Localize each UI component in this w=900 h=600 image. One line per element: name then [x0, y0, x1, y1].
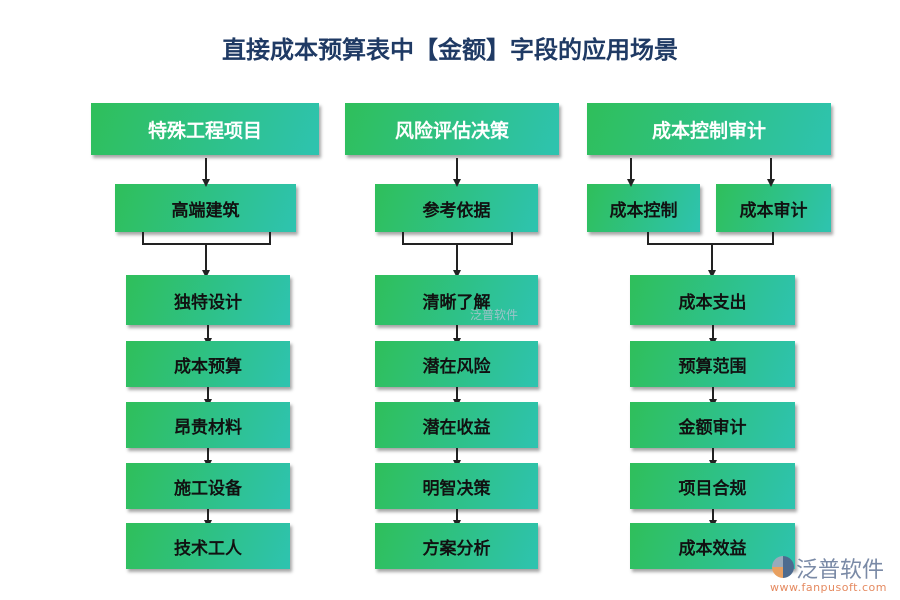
connector-line [455, 325, 458, 339]
item-node: 施工设备 [126, 463, 290, 509]
diagram-title: 直接成本预算表中【金额】字段的应用场景 [222, 36, 678, 64]
bracket-left [142, 232, 144, 244]
watermark: 泛普软件 [470, 308, 519, 322]
bracket-bottom [142, 243, 271, 245]
arrow-head [201, 179, 210, 187]
item-node: 技术工人 [126, 523, 290, 569]
item-node: 成本效益 [630, 523, 795, 569]
arrow-head [708, 270, 716, 278]
item-node: 成本预算 [126, 341, 290, 387]
connector-line [207, 509, 209, 521]
sub-node: 参考依据 [375, 184, 538, 232]
connector-line [711, 509, 714, 521]
connector-line [711, 448, 714, 461]
item-node: 预算范围 [630, 341, 795, 387]
item-node: 明智决策 [375, 463, 538, 509]
logo-url: www.fanpusoft.com [770, 581, 887, 594]
connector-line [770, 158, 772, 180]
item-node: 成本支出 [630, 275, 795, 325]
item-node: 清晰了解 [375, 275, 538, 325]
bracket-left [402, 232, 404, 244]
connector-line [207, 325, 209, 339]
connector-line [455, 244, 458, 271]
connector-line [455, 509, 458, 521]
arrow-head [767, 179, 775, 187]
sub-node: 高端建筑 [115, 184, 296, 232]
item-node: 金额审计 [630, 402, 795, 448]
column-header: 特殊工程项目 [91, 103, 319, 155]
sub-node: 成本控制 [587, 184, 700, 232]
item-node: 潜在收益 [375, 402, 538, 448]
item-node: 方案分析 [375, 523, 538, 569]
connector-line [455, 158, 458, 180]
logo-icon [772, 556, 794, 578]
connector-line [207, 448, 209, 461]
item-node: 项目合规 [630, 463, 795, 509]
connector-line [711, 387, 714, 400]
bracket-left [647, 232, 649, 244]
connector-line [207, 387, 209, 400]
item-node: 潜在风险 [375, 341, 538, 387]
bracket-bottom [402, 243, 513, 245]
bracket-right [772, 232, 774, 244]
column-header: 成本控制审计 [587, 103, 831, 155]
arrow-head [201, 270, 210, 278]
bracket-right [511, 232, 513, 244]
connector-line [204, 244, 207, 271]
bracket-right [269, 232, 271, 244]
bracket-bottom [647, 243, 774, 245]
connector-line [711, 325, 714, 339]
column-header: 风险评估决策 [345, 103, 559, 155]
arrow-head [452, 270, 461, 278]
logo-name: 泛普软件 [796, 558, 885, 583]
arrow-head [627, 179, 635, 187]
item-node: 昂贵材料 [126, 402, 290, 448]
item-node: 独特设计 [126, 275, 290, 325]
connector-line [455, 448, 458, 461]
arrow-head [452, 179, 461, 187]
connector-line [204, 158, 207, 180]
connector-line [711, 244, 713, 271]
connector-line [455, 387, 458, 400]
sub-node: 成本审计 [716, 184, 831, 232]
connector-line [630, 158, 632, 180]
